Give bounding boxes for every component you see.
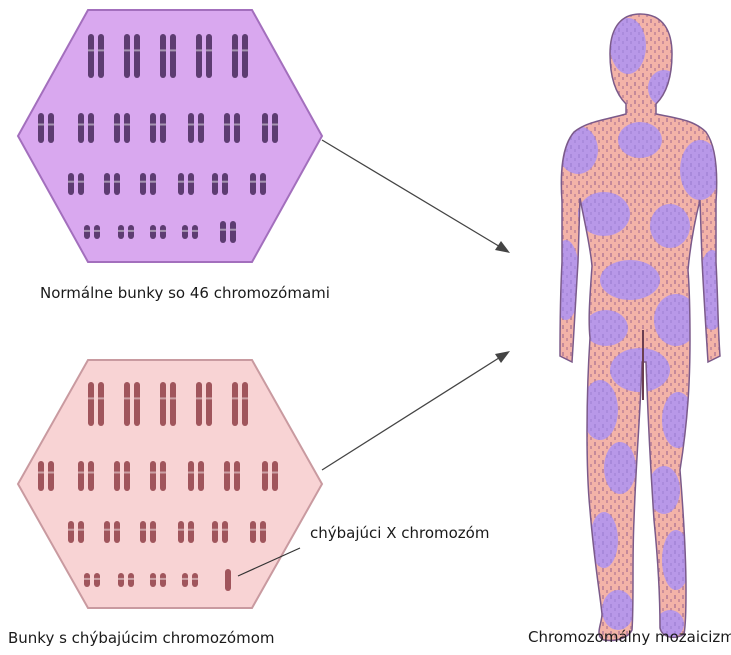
arrow-normal-to-body bbox=[322, 140, 510, 253]
single-x-chromosome bbox=[225, 569, 231, 591]
human-body-mosaic bbox=[540, 0, 731, 655]
missing-x-label: chýbajúci X chromozóm bbox=[310, 524, 489, 542]
missing-cells-caption: Bunky s chýbajúcim chromozómom bbox=[8, 629, 275, 647]
mosaicism-caption: Chromozomálny mozaicizmus bbox=[528, 628, 731, 646]
missing-chromosome-cell bbox=[18, 360, 322, 608]
normal-cell bbox=[18, 10, 322, 262]
arrow-missing-to-body bbox=[322, 351, 510, 470]
normal-cells-caption: Normálne bunky so 46 chromozómami bbox=[40, 284, 330, 302]
